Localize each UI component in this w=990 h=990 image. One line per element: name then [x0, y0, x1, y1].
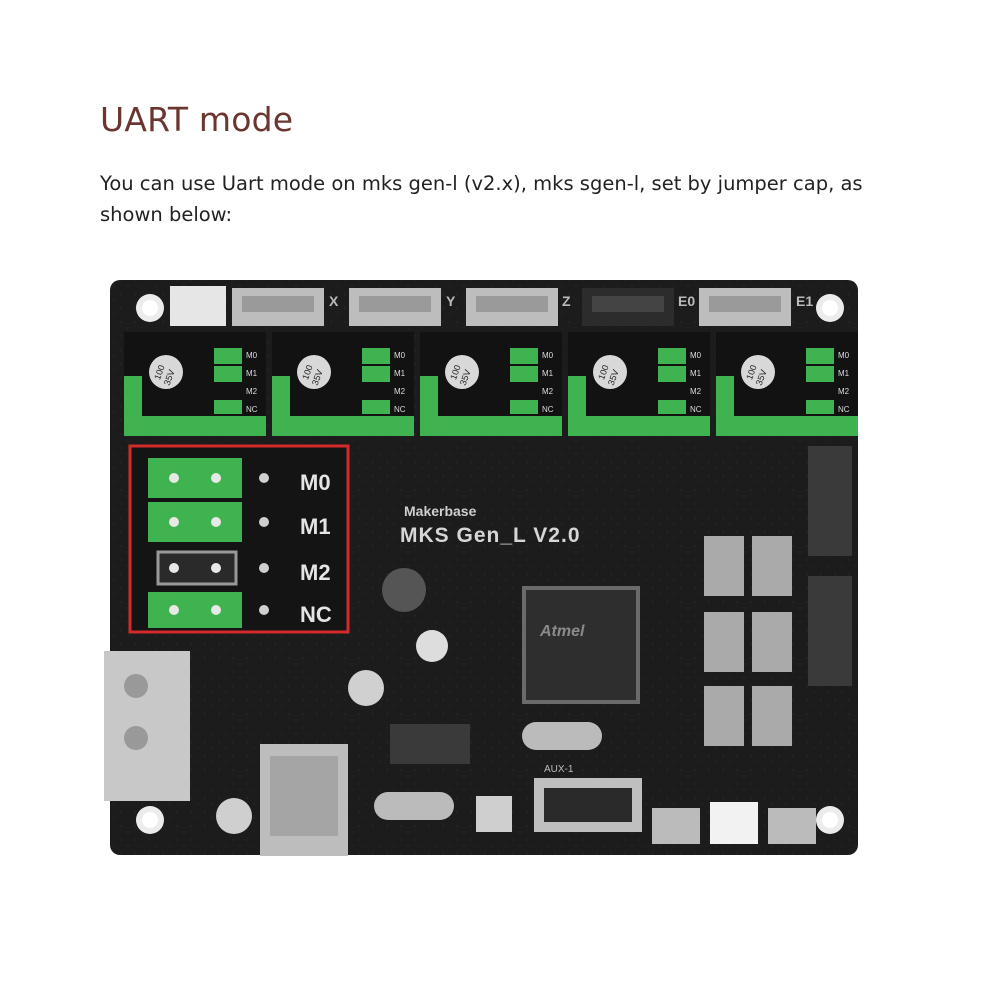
pin-label: M0: [394, 351, 406, 360]
pin-label: M1: [838, 369, 850, 378]
pin-label: M0: [690, 351, 702, 360]
stepper-driver-1: 100 35V M0 M1 M2 NC: [124, 332, 266, 436]
usb-port-inner: [270, 756, 338, 836]
zoom-label-m0: M0: [300, 470, 331, 495]
pin-label: M1: [690, 369, 702, 378]
chip-logo: Atmel: [539, 623, 585, 640]
capacitor-text: 100: [448, 364, 463, 382]
capacitor-text: 100: [744, 364, 759, 382]
board-model: MKS Gen_L V2.0: [400, 524, 581, 547]
pin-label: NC: [394, 405, 406, 414]
capacitor-text: 100: [300, 364, 315, 382]
capacitor-text: 100: [152, 364, 167, 382]
pin-label: M0: [542, 351, 554, 360]
bottom-connector-1: [652, 808, 700, 844]
misc-components: [216, 568, 602, 834]
axis-label-z: Z: [562, 293, 571, 309]
pin-label: M1: [394, 369, 406, 378]
pin-label: M2: [838, 387, 850, 396]
stepper-driver-5: 100 35V M0 M1 M2 NC: [716, 332, 858, 436]
zoom-label-m2: M2: [300, 560, 331, 585]
pin-label: NC: [690, 405, 702, 414]
axis-label-e1: E1: [796, 293, 813, 309]
axis-label-y: Y: [446, 293, 456, 309]
pin-label: M1: [542, 369, 554, 378]
power-terminal: [104, 651, 190, 801]
pin-label: M1: [246, 369, 258, 378]
stepper-driver-2: 100 35V M0 M1 M2 NC: [272, 332, 414, 436]
stepper-driver-4: 100 35V M0 M1 M2 NC: [568, 332, 710, 436]
motor-connectors: [170, 286, 791, 326]
axis-label-x: X: [329, 293, 339, 309]
pin-label: NC: [246, 405, 258, 414]
aux-label: AUX-1: [544, 764, 574, 775]
board-photo: X Y Z E0 E1 100 35V M0 M1 M2 NC 100 35V …: [104, 280, 858, 856]
pin-label: M2: [542, 387, 554, 396]
page-title: UART mode: [100, 100, 294, 139]
bottom-connector-3: [768, 808, 816, 844]
description-text: You can use Uart mode on mks gen-l (v2.x…: [100, 172, 863, 226]
side-connectors: [704, 446, 852, 746]
stepper-driver-3: 100 35V M0 M1 M2 NC: [420, 332, 562, 436]
board-brand: Makerbase: [404, 503, 477, 519]
pin-label: M0: [838, 351, 850, 360]
zoom-label-nc: NC: [300, 602, 332, 627]
pin-label: NC: [838, 405, 850, 414]
jumper-zoom-highlight: [128, 444, 350, 634]
mounting-holes: [136, 294, 844, 834]
mcu-chip: [522, 586, 640, 704]
bottom-connector-2: [710, 802, 758, 844]
capacitor-text: 100: [596, 364, 611, 382]
pin-label: M0: [246, 351, 258, 360]
pin-label: NC: [542, 405, 554, 414]
pin-label: M2: [690, 387, 702, 396]
aux-header-slot: [544, 788, 632, 822]
pin-label: M2: [246, 387, 258, 396]
pin-label: M2: [394, 387, 406, 396]
zoom-label-m1: M1: [300, 514, 331, 539]
axis-label-e0: E0: [678, 293, 695, 309]
